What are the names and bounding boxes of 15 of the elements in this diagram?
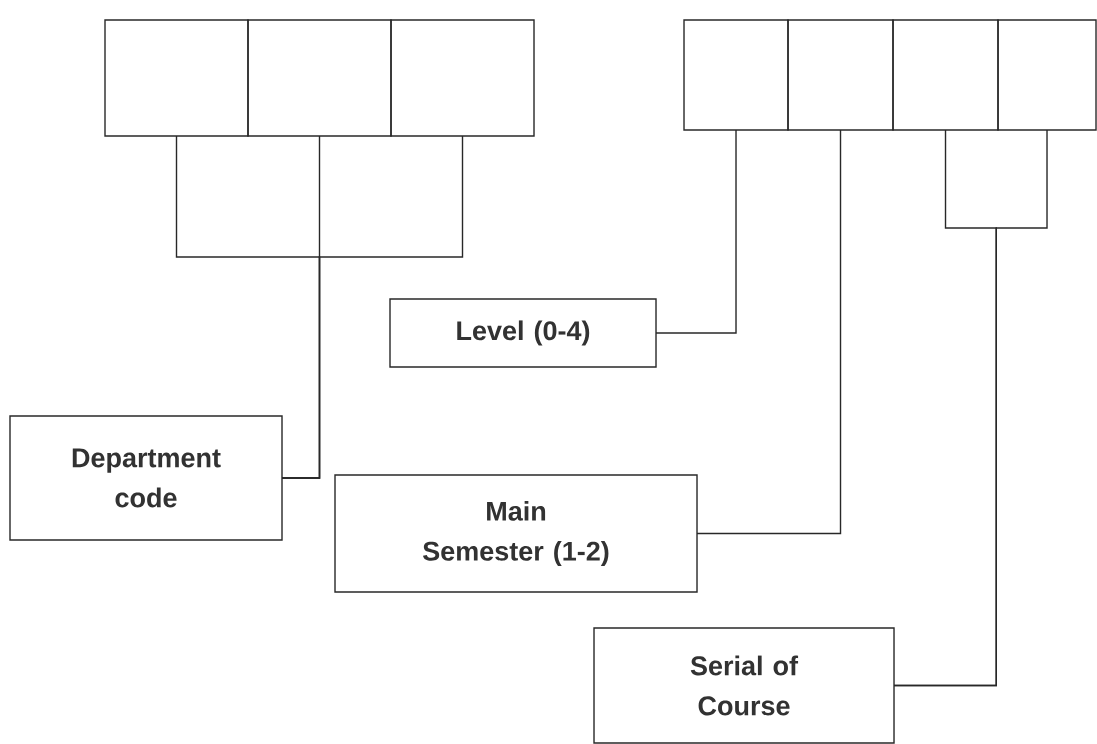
- connector: [696, 129, 842, 535]
- label-box: Department code: [9, 415, 283, 541]
- digit-box: [683, 19, 789, 131]
- label-box: Level (0-4): [389, 298, 657, 368]
- label-box: Main Semester (1-2): [334, 474, 698, 593]
- digit-box: [104, 19, 249, 137]
- digit-box: [787, 19, 894, 131]
- connector: [655, 129, 737, 334]
- digit-box: [247, 19, 392, 137]
- digit-box: [390, 19, 535, 137]
- connector: [281, 135, 464, 479]
- digit-box: [997, 19, 1097, 131]
- label-box: Serial of Course: [593, 627, 895, 744]
- digit-box: [892, 19, 999, 131]
- connector: [893, 129, 1048, 687]
